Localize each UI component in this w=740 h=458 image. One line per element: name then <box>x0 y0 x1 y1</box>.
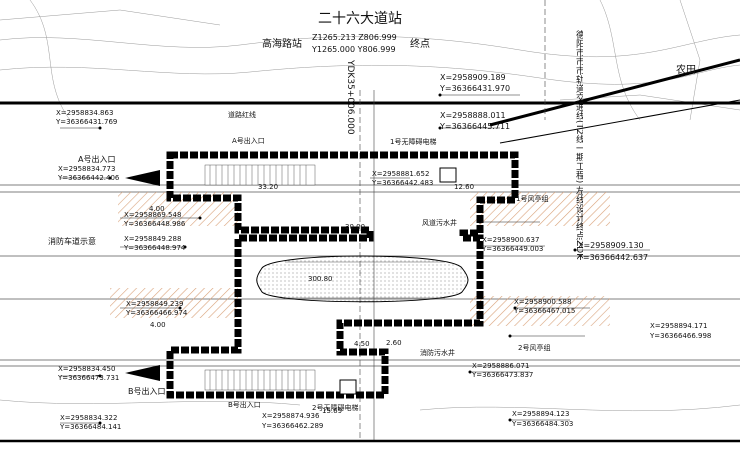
shaft-2-label: 消防污水井 <box>420 349 455 357</box>
coord-x-5: X=2958849.288 <box>124 235 182 243</box>
coord-x-4: X=2958869.548 <box>124 211 182 219</box>
entrance-B-label: B号出入口 <box>228 401 261 409</box>
coord-y-12: Y=36366473.837 <box>472 371 534 379</box>
coord-x-3: X=2958834.773 <box>58 165 116 173</box>
dim-d3: 4.00 <box>149 205 165 213</box>
coord-y-11: Y=36366473.731 <box>58 374 120 382</box>
coord-y-16: Y=36366442.483 <box>372 179 434 187</box>
coord-y-10: Y=36366466.998 <box>650 332 712 340</box>
coord-x-9: X=2958900.588 <box>514 298 572 306</box>
coord-y-1: Y=36366445.711 <box>440 122 511 131</box>
farmland-label: 农田 <box>676 65 696 76</box>
coord-y-3: Y=36366442.406 <box>58 174 120 182</box>
platform <box>256 255 469 303</box>
coord-x-8: X=2958849.239 <box>126 300 184 308</box>
entrance-arrows <box>125 170 160 381</box>
dim-d9: 33.20 <box>258 183 279 191</box>
shaft-1-label: 风道污水井 <box>422 219 457 227</box>
station-coord-2: Y1265.000 Y806.999 <box>312 45 396 54</box>
coord-x-10: X=2958894.171 <box>650 322 708 330</box>
coord-points <box>98 93 577 425</box>
coord-y-2: Y=36366431.769 <box>56 118 118 126</box>
dim-d6: 2.60 <box>386 339 402 347</box>
road-edge-label: 道路红线 <box>228 111 256 119</box>
coord-x-11: X=2958834.450 <box>58 365 116 373</box>
end-label: 终点 <box>410 39 430 50</box>
stair-treads <box>209 165 307 390</box>
mid-vertical-note: YDK35+006.000 <box>345 60 355 135</box>
coord-y-8: Y=36366466.974 <box>126 309 188 317</box>
elevator-2-box <box>339 379 357 395</box>
coord-x-7: X=2958909.130 <box>578 241 644 250</box>
wind-group-1-label: 1号风亭组 <box>516 195 549 203</box>
dim-d7: 15.69 <box>322 407 343 415</box>
station-outline <box>166 151 519 399</box>
station-coord-1: Z1265.213 Z806.999 <box>312 33 397 42</box>
entrance-A-main: A号出入口 <box>78 155 116 164</box>
platform-tracks <box>285 261 445 299</box>
entrance-B-main: B号出入口 <box>128 387 166 396</box>
coord-x-16: X=2958881.652 <box>372 170 430 178</box>
coord-y-0: Y=36366431.970 <box>440 84 511 93</box>
coord-y-4: Y=36366448.986 <box>124 220 186 228</box>
coord-y-9: Y=36366467.015 <box>514 307 576 315</box>
coord-y-6: Y=36366449.003 <box>482 245 544 253</box>
fire-lane-label: 消防车道示意 <box>48 237 96 246</box>
prev-station-name: 高海路站 <box>262 39 302 50</box>
coord-x-13: X=2958834.322 <box>60 414 118 422</box>
dim-d5: 4.50 <box>354 340 370 348</box>
dim-d1: 30.00 <box>345 223 366 231</box>
entrance-arrow-A <box>125 170 160 186</box>
dim-d2: 12.60 <box>454 183 475 191</box>
entrance-A-label: A号出入口 <box>232 137 265 145</box>
coord-y-5: Y=36366448.974 <box>124 244 186 252</box>
leader-lines <box>60 94 650 424</box>
coord-x-6: X=2958900.637 <box>482 236 540 244</box>
coord-y-7: Y=36366442.637 <box>578 253 649 262</box>
right-vertical-note: 德阳市市市轨道交通线(T2线一期工程) 左线设计终点ZDK34+738 <box>574 30 583 260</box>
coord-x-1: X=2958888.011 <box>440 111 506 120</box>
coord-y-15: Y=36366484.303 <box>512 420 574 428</box>
coord-x-0: X=2958909.189 <box>440 73 506 82</box>
dim-d8: 300.80 <box>308 275 333 283</box>
coord-y-13: Y=36366484.141 <box>60 423 122 431</box>
elevator-1-label: 1号无障碍电梯 <box>390 138 437 146</box>
entrance-arrow-B <box>125 365 160 381</box>
coord-x-12: X=2958886.071 <box>472 362 530 370</box>
elevator-1-box <box>439 167 457 183</box>
stairs <box>204 164 316 391</box>
coord-y-14: Y=36366462.289 <box>262 422 324 430</box>
dim-d4: 4.00 <box>150 321 166 329</box>
station-name: 二十六大道站 <box>318 11 402 27</box>
coord-x-15: X=2958894.123 <box>512 410 570 418</box>
coord-x-14: X=2958874.936 <box>262 412 320 420</box>
wind-group-2-label: 2号风亭组 <box>518 344 551 352</box>
elevator-2-label: 2号无障碍电梯 <box>312 404 359 412</box>
coord-x-2: X=2958834.863 <box>56 109 114 117</box>
